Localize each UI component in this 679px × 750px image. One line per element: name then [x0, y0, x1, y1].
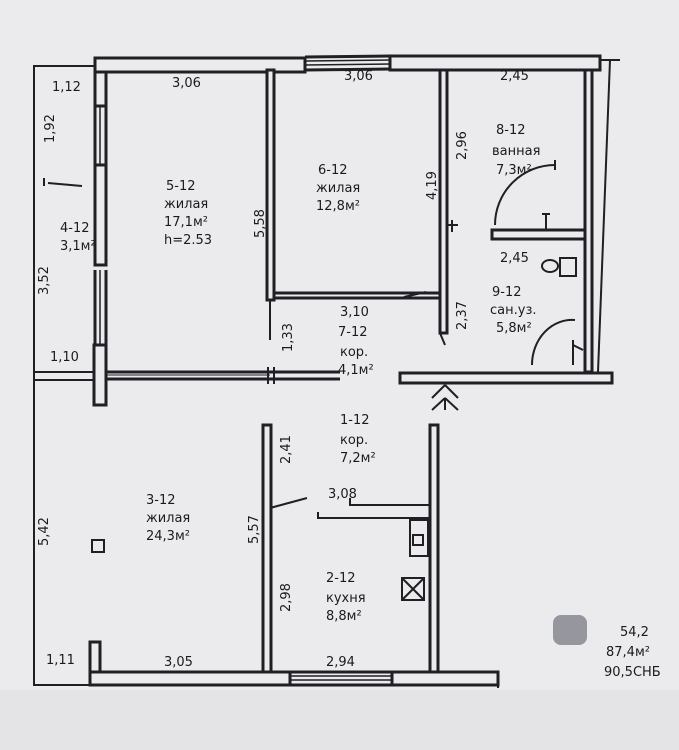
door-arc-8-12	[494, 164, 556, 226]
dim-3-05: 3,05	[164, 655, 193, 670]
dim-2-41: 2,41	[279, 435, 294, 464]
wall-5-6	[265, 68, 276, 302]
top-window	[304, 54, 391, 72]
dim-2-98: 2,98	[279, 583, 294, 612]
dim-2-94: 2,94	[326, 655, 355, 670]
wall-5-4-top	[93, 70, 108, 108]
room-name: кор.	[340, 345, 368, 360]
room-6-12: 6-12 жилая 12,8м²	[316, 163, 360, 214]
dim-1-92: 1,92	[43, 114, 58, 143]
dim-2-96: 2,96	[455, 131, 470, 160]
dim-5-57: 5,57	[247, 515, 262, 544]
dim-3-06-right: 3,06	[344, 69, 373, 84]
dim-2-45-mid: 2,45	[500, 251, 529, 266]
room-name: сан.уз.	[490, 303, 536, 318]
room-id: 9-12	[492, 285, 522, 300]
door-arc-9-12	[530, 318, 576, 366]
wall-kitchen-right	[428, 423, 440, 677]
room-height: h=2.53	[164, 233, 212, 248]
wall-right-bath	[583, 68, 594, 374]
room-name: жилая	[146, 511, 190, 526]
dim-1-11: 1,11	[46, 653, 75, 668]
wall-7-1-right	[398, 371, 614, 385]
room-area: 24,3м²	[146, 529, 190, 544]
top-wall-right	[388, 54, 602, 72]
room-id: 1-12	[340, 413, 370, 428]
room-2-12: 2-12 кухня 8,8м²	[326, 571, 366, 624]
room-8-12: 8-12 ванная 7,3м²	[492, 123, 540, 178]
room-id: 6-12	[318, 163, 348, 178]
room-area: 17,1м²	[164, 215, 208, 230]
room-3-12: 3-12 жилая 24,3м²	[146, 493, 190, 544]
room-id: 4-12	[60, 221, 90, 236]
room-area: 12,8м²	[316, 199, 360, 214]
room-area: 7,3м²	[496, 163, 532, 178]
room-area: 3,1м²	[60, 239, 96, 254]
room-area: 5,8м²	[496, 321, 532, 336]
dim-3-06-left: 3,06	[172, 76, 201, 91]
room-id: 8-12	[496, 123, 526, 138]
wall-3-2	[261, 423, 273, 675]
bottom-wall-right	[390, 670, 500, 687]
room-area: 7,2м²	[340, 451, 376, 466]
dim-2-37: 2,37	[455, 301, 470, 330]
area-summary: 54,2 87,4м² 90,5СНБ	[604, 625, 661, 680]
room-id: 2-12	[326, 571, 356, 586]
column-3-12	[91, 539, 105, 553]
room-7-12: 7-12 кор. 4,1м²	[338, 325, 374, 378]
room-name: жилая	[316, 181, 360, 196]
bottom-wall-left	[88, 670, 292, 687]
room-labels: 5-12 жилая 17,1м² h=2.53 6-12 жилая 12,8…	[60, 123, 540, 624]
dimension-labels: 1,12 3,06 3,06 2,45 1,92 2,96 4,19 5,58 …	[37, 69, 529, 670]
wall-5-7	[106, 370, 340, 381]
bottom-window	[290, 670, 392, 687]
room-1-12: 1-12 кор. 7,2м²	[340, 413, 376, 466]
wall-5-4-bottom	[92, 343, 108, 407]
dim-4-19: 4,19	[425, 171, 440, 200]
room-name: жилая	[164, 197, 208, 212]
dim-3-52: 3,52	[37, 266, 52, 295]
redaction-blob	[553, 615, 587, 645]
marker-4-12	[47, 182, 83, 187]
toilet	[541, 257, 577, 277]
room-area: 8,8м²	[326, 609, 362, 624]
wall-8-9	[490, 228, 587, 241]
paper-shadow	[0, 690, 679, 750]
outer-frame-left	[33, 65, 95, 686]
inner-window-upper	[93, 106, 108, 165]
living-area: 54,2	[620, 625, 649, 640]
snb-area: 90,5СНБ	[604, 665, 661, 680]
kitchen-fixtures	[401, 519, 429, 601]
room-5-12: 5-12 жилая 17,1м² h=2.53	[164, 179, 212, 248]
room-id: 5-12	[166, 179, 196, 194]
room-id: 7-12	[338, 325, 368, 340]
dim-2-45-top: 2,45	[500, 69, 529, 84]
room-id: 3-12	[146, 493, 176, 508]
total-area: 87,4м²	[606, 645, 650, 660]
dim-5-42: 5,42	[37, 517, 52, 546]
room-area: 4,1м²	[338, 363, 374, 378]
dim-1-12-top: 1,12	[52, 80, 81, 95]
room-9-12: 9-12 сан.уз. 5,8м²	[490, 285, 536, 336]
room-name: кухня	[326, 591, 366, 606]
room-name: ванная	[492, 144, 540, 159]
inner-window-lower	[93, 270, 108, 345]
dim-3-10: 3,10	[340, 305, 369, 320]
wall-5-4-mid	[93, 163, 108, 267]
outer-frame-right	[597, 59, 611, 373]
room-4-12: 4-12 3,1м²	[60, 221, 96, 254]
walls	[33, 54, 620, 688]
dim-1-33: 1,33	[281, 323, 296, 352]
dim-3-08: 3,08	[328, 487, 357, 502]
dim-1-10: 1,10	[50, 350, 79, 365]
room-name: кор.	[340, 433, 368, 448]
wall-6-8	[438, 68, 449, 335]
dim-5-58: 5,58	[253, 209, 268, 238]
